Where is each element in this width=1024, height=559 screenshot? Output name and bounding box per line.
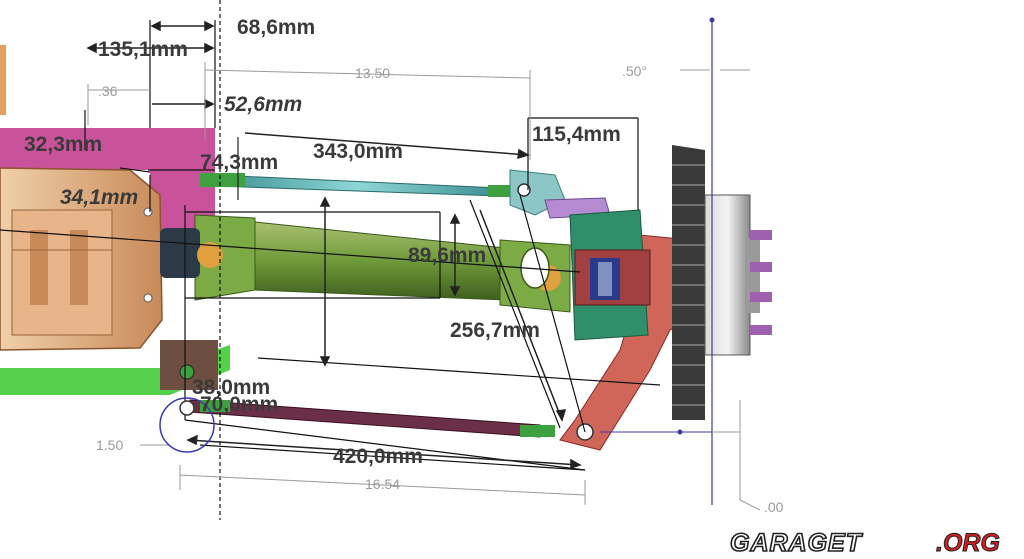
dim-38-0: 38,0mm bbox=[192, 376, 270, 399]
lower-pivot-circle bbox=[159, 397, 215, 453]
cad-dim-13-50: 13.50 bbox=[355, 65, 390, 81]
svg-text:GARAGET: GARAGET bbox=[730, 529, 864, 557]
dim-420-0: 420,0mm bbox=[333, 445, 423, 468]
dim-89-6: 89,6mm bbox=[408, 244, 486, 267]
wheel bbox=[672, 145, 772, 420]
cad-dimension-lines bbox=[87, 62, 761, 511]
dim-52-6: 52,6mm bbox=[224, 93, 302, 116]
hub-assembly bbox=[569, 209, 651, 341]
differential-housing bbox=[0, 167, 163, 351]
construction-lines bbox=[0, 0, 661, 520]
wheel-axis bbox=[600, 17, 740, 505]
dim-70-0: 70,0mm bbox=[200, 393, 278, 416]
dim-256-7: 256,7mm bbox=[450, 319, 540, 342]
dimension-arrows bbox=[86, 20, 582, 470]
lower-pivot-point bbox=[179, 400, 195, 416]
cad-dim-16-54: 16.54 bbox=[365, 476, 400, 492]
dim-32-3: 32,3mm bbox=[24, 133, 102, 156]
dim-343-0: 343,0mm bbox=[313, 140, 403, 163]
cad-dim-50deg: .50° bbox=[622, 63, 647, 79]
garaget-watermark: GARAGET .ORG bbox=[729, 528, 1000, 558]
lower-link bbox=[179, 364, 555, 438]
dim-74-3: 74,3mm bbox=[200, 151, 278, 174]
cad-dim-36: .36 bbox=[98, 83, 118, 99]
upper-link bbox=[200, 169, 566, 216]
cad-dim-00: .00 bbox=[764, 499, 784, 515]
dim-34-1: 34,1mm bbox=[60, 186, 138, 209]
dim-68-6: 68,6mm bbox=[237, 16, 315, 39]
dim-115-4: 115,4mm bbox=[532, 123, 621, 146]
svg-text:.ORG: .ORG bbox=[936, 529, 1000, 557]
dim-135-1: 135,1mm bbox=[98, 38, 188, 61]
cad-dim-1-50: 1.50 bbox=[96, 437, 123, 453]
